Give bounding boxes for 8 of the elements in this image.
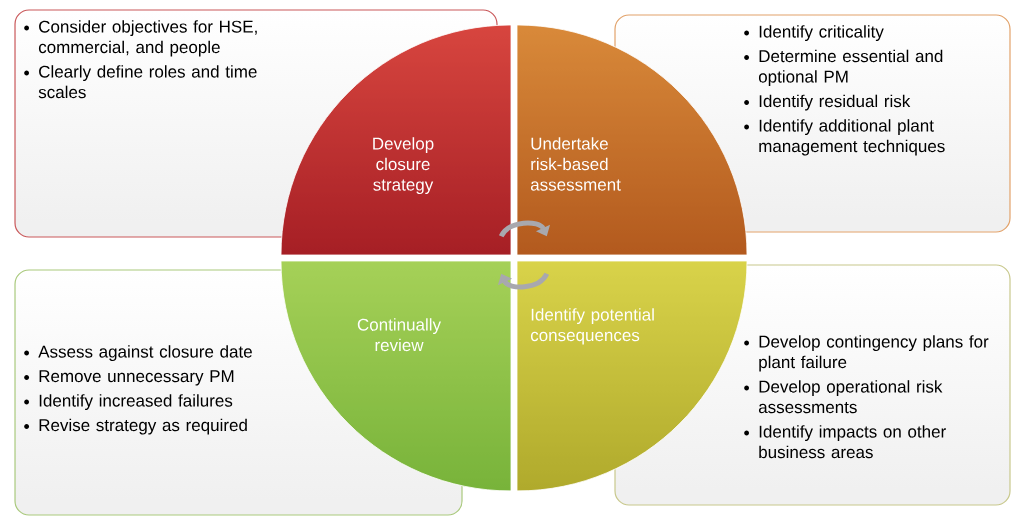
bullet-item: Remove unnecessary PM <box>24 370 234 386</box>
circular-arrow <box>497 272 549 290</box>
bullet-item: Revise strategy as required <box>24 418 247 435</box>
bullet-item: Identify increased failures <box>24 394 233 411</box>
bullet-item: Clearly define roles and time scales <box>24 65 257 99</box>
bullet-item: Assess against closure date <box>24 345 252 362</box>
circular-arrow <box>499 220 551 238</box>
bullet-item: Consider objectives for HSE, commercial, and people <box>24 20 257 57</box>
